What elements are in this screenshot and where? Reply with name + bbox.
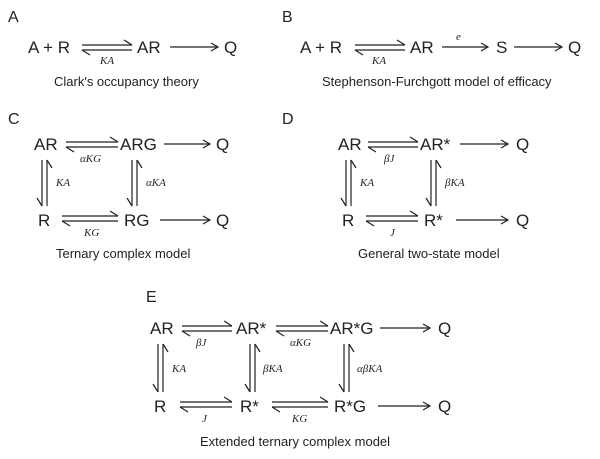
species-a-plus-r: A + R [28,38,70,57]
rate-alpha-kg: αKG [80,153,101,165]
caption-b: Stephenson-Furchgott model of efficacy [322,74,552,89]
species-r: R [154,397,166,416]
panel-d: D AR βJ AR* Q KA βKA R [282,111,529,261]
species-arg: ARG [120,135,157,154]
species-ar: AR [338,135,362,154]
rate-ka: KA [359,177,374,189]
equilibrium-arrows-ar-arg [65,136,119,153]
species-ar: AR [410,38,434,57]
equilibrium-arrows-r-rg [61,210,119,227]
equilibrium-arrows-ar-r [340,159,357,207]
equilibrium-arrows-rstar-rstarg [271,396,329,413]
panel-e: E AR βJ AR* αKG AR*G Q KA [146,289,451,449]
arrow-rstar-to-q [456,215,510,225]
caption-d: General two-state model [358,246,500,261]
rate-j: J [202,413,208,425]
panel-a: A A + R KA AR Q Clark's occupancy theory [8,9,237,89]
equilibrium-arrows-arstar-rstar [244,343,261,393]
panel-b: B A + R KA AR e S Q Stephenson-Furchgott… [282,9,581,89]
equilibrium-arrows-r-rstar [179,396,233,413]
species-r-star-g: R*G [334,397,366,416]
equilibrium-arrows-ar-arstar [367,136,419,153]
arrow-ar-to-s [442,42,490,52]
species-q-bottom: Q [216,211,229,230]
species-q-bottom: Q [516,211,529,230]
equilibrium-arrows-r-rstar [365,210,419,227]
species-q-top: Q [438,319,451,338]
species-q-bottom: Q [438,397,451,416]
equilibrium-arrows-b [354,39,406,56]
arrow-arg-to-q [164,139,212,149]
equilibrium-arrows-arstar-arstarg [275,320,329,337]
species-ar-star: AR* [420,135,451,154]
species-a-plus-r: A + R [300,38,342,57]
caption-c: Ternary complex model [56,246,190,261]
species-ar-star: AR* [236,319,267,338]
arrow-ar-to-q-a [170,42,220,52]
species-ar-star-g: AR*G [330,319,373,338]
species-ar: AR [150,319,174,338]
panel-label-e: E [146,289,157,306]
species-r: R [38,211,50,230]
panel-label-a: A [8,9,19,26]
rate-kg: KG [291,413,307,425]
equilibrium-arrows-arstar-rstar [425,159,442,207]
rate-ka-b: KA [371,55,386,67]
rate-ka: KA [171,363,186,375]
species-ar: AR [34,135,58,154]
panel-label-c: C [8,111,20,128]
rate-beta-j: βJ [383,153,395,165]
arrow-rstarg-to-q [378,401,432,411]
equilibrium-arrows-a [81,39,133,56]
species-q-top: Q [216,135,229,154]
panel-label-d: D [282,111,294,128]
equilibrium-arrows-ar-r [36,159,53,207]
arrow-s-to-q [514,42,564,52]
caption-e: Extended ternary complex model [200,434,390,449]
species-r-star: R* [240,397,259,416]
panel-c: C AR αKG ARG Q KA αKA R [8,111,229,261]
species-q: Q [224,38,237,57]
rate-alpha-beta-ka: αβKA [357,363,383,375]
rate-e: e [456,31,461,43]
rate-alpha-ka: αKA [146,177,166,189]
equilibrium-arrows-ar-r [152,343,169,393]
rate-ka-a: KA [99,55,114,67]
species-rg: RG [124,211,150,230]
caption-a: Clark's occupancy theory [54,74,199,89]
rate-ka: KA [55,177,70,189]
panel-label-b: B [282,9,293,26]
species-ar: AR [137,38,161,57]
rate-j: J [390,227,396,239]
species-r-star: R* [424,211,443,230]
rate-beta-ka: βKA [444,177,465,189]
species-q: Q [568,38,581,57]
rate-kg: KG [83,227,99,239]
equilibrium-arrows-arg-rg [126,159,143,207]
rate-beta-ka: βKA [262,363,283,375]
species-s: S [496,38,507,57]
arrow-rg-to-q [160,215,212,225]
species-q-top: Q [516,135,529,154]
equilibrium-arrows-ar-arstar [181,320,233,337]
arrow-arstarg-to-q [380,323,432,333]
species-r: R [342,211,354,230]
equilibrium-arrows-arstarg-rstarg [338,343,355,393]
arrow-arstar-to-q [460,139,510,149]
rate-alpha-kg: αKG [290,337,311,349]
rate-beta-j: βJ [195,337,207,349]
